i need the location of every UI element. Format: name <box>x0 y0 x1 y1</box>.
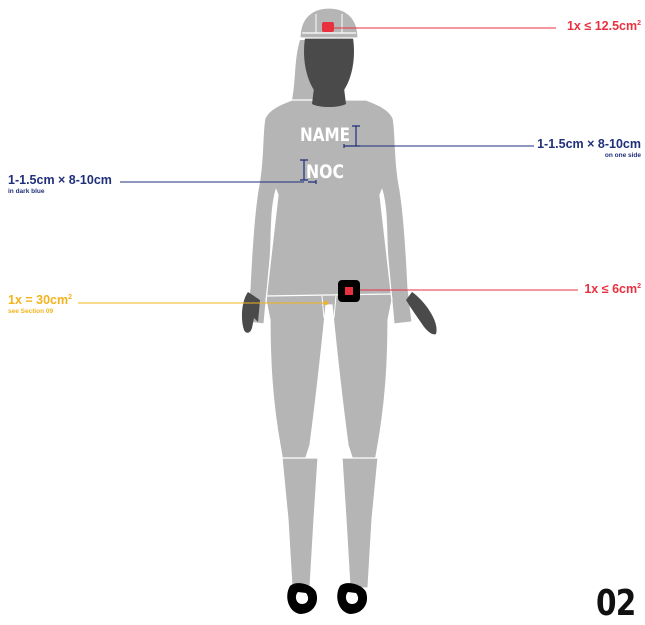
logo-callout: 1x ≤ 6cm2 <box>584 283 641 296</box>
suit-body <box>246 100 412 470</box>
logo-callout-sup: 2 <box>637 283 641 290</box>
hip-callout-text: 1x = 30cm <box>8 293 68 307</box>
cap-callout: 1x ≤ 12.5cm2 <box>567 20 641 33</box>
cap-logo-marker <box>322 22 334 32</box>
logo-callout-text: 1x ≤ 6cm <box>584 282 637 296</box>
noc-callout-text: 1-1.5cm × 8-10cm <box>8 174 112 187</box>
hip-callout-sub: see Section 09 <box>8 309 72 316</box>
cap-callout-sup: 2 <box>637 20 641 27</box>
noc-callout-sub: in dark blue <box>8 189 112 196</box>
hip-callout: 1x = 30cm2 see Section 09 <box>8 294 72 315</box>
name-callout-text: 1-1.5cm × 8-10cm <box>537 138 641 151</box>
cap-callout-text: 1x ≤ 12.5cm <box>567 19 637 33</box>
page-number: 02 <box>596 586 635 622</box>
noc-callout: 1-1.5cm × 8-10cm in dark blue <box>8 174 112 195</box>
hip-callout-sup: 2 <box>68 294 72 301</box>
neck <box>312 88 346 107</box>
name-callout: 1-1.5cm × 8-10cm on one side <box>537 138 641 159</box>
suit-noc-text: NOC <box>306 161 344 183</box>
name-callout-sub: on one side <box>537 153 641 160</box>
lower-legs <box>282 458 378 588</box>
suit-name-text: NAME <box>300 124 350 146</box>
shoe-icon <box>287 583 367 614</box>
